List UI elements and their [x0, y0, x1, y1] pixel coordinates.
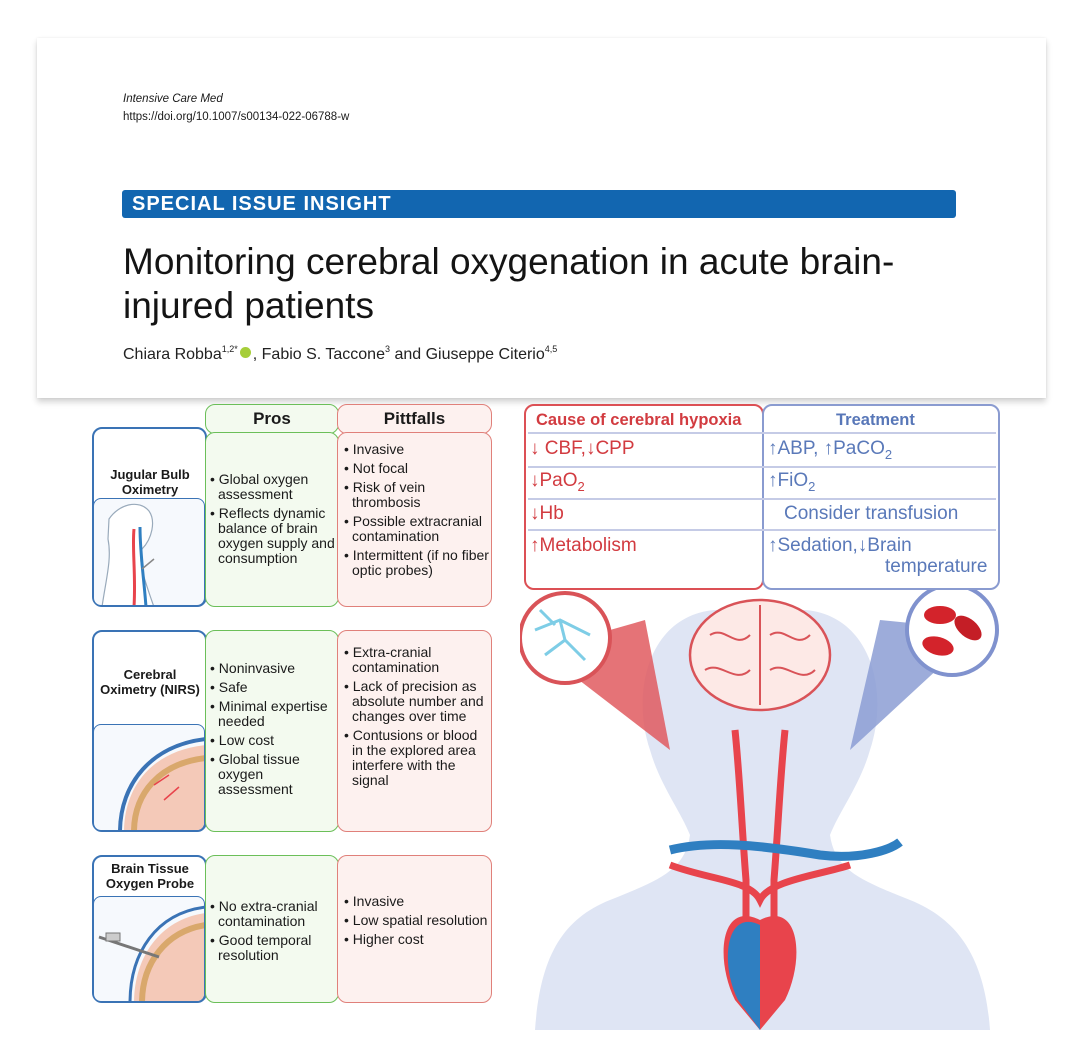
red-blood-cell-icon: [924, 606, 956, 624]
heart-right-side: [727, 921, 760, 1030]
affiliation-marker: 1,2*: [221, 344, 238, 354]
list-item: • Minimal expertise needed: [210, 698, 328, 729]
pitfalls-cell: [337, 855, 492, 1003]
cause-row: ↓PaO2: [530, 470, 585, 494]
row-divider: [528, 529, 996, 531]
list-item: • Global oxygen assessment: [210, 471, 309, 502]
red-blood-cell-icon: [922, 636, 954, 656]
carotid-artery-left: [731, 729, 750, 950]
pitfalls-header: Pittfalls: [383, 409, 446, 428]
author-name[interactable]: Chiara Robba: [123, 346, 222, 363]
list-item: • Low cost: [210, 732, 275, 748]
list-item: • Good temporal resolution: [210, 932, 312, 963]
cause-row: ↑Metabolism: [530, 535, 637, 556]
treatment-row: ↑ABP, ↑PaCO2: [768, 438, 893, 462]
nirs-illustration: [93, 724, 205, 831]
skull-sensor-icon: [118, 737, 204, 830]
pros-header: Pros: [253, 409, 291, 428]
technique-label: Brain Tissue Oxygen Probe: [105, 861, 195, 891]
capillary-network-icon: [534, 608, 591, 662]
author-name[interactable]: , Fabio S. Taccone: [252, 346, 385, 363]
list-item: • Intermittent (if no fiber optic probes…: [344, 547, 489, 578]
list-item: • Risk of vein thrombosis: [344, 479, 426, 510]
list-item: • Contusions or blood in the explored ar…: [344, 727, 478, 788]
treatment-row-continuation: temperature: [885, 556, 988, 577]
pros-header-cell: [205, 404, 339, 434]
pros-list: • No extra-cranial contamination • Good …: [208, 899, 338, 967]
section-banner: [122, 190, 956, 218]
treatment-row: ↑FiO2: [768, 470, 816, 494]
pitfalls-list: • Extra-cranial contamination • Lack of …: [342, 645, 490, 792]
technique-label: Cerebral Oximetry (NIRS): [100, 667, 200, 697]
brain-probe-icon: [98, 905, 204, 1001]
pitfalls-cell: [337, 630, 492, 832]
orcid-icon[interactable]: [239, 347, 251, 359]
body-circulation-illustration: [520, 583, 999, 1030]
list-item: • Safe: [210, 679, 248, 695]
list-item: • Extra-cranial contamination: [344, 644, 440, 675]
treatment-row: ↑Sedation,↓Brain: [768, 535, 912, 556]
jugular-illustration: [93, 498, 205, 606]
technique-label: Jugular Bulb Oximetry: [110, 467, 190, 497]
section-banner-label: SPECIAL ISSUE INSIGHT: [132, 193, 392, 215]
treatment-row: Consider transfusion: [784, 503, 959, 524]
treatment-table: [762, 404, 1000, 590]
pitfalls-list: • Invasive • Low spatial resolution • Hi…: [342, 894, 490, 951]
cause-row: ↓Hb: [530, 503, 564, 524]
list-item: • Lack of precision as absolute number a…: [344, 678, 484, 724]
treatment-header: Treatment: [836, 411, 915, 429]
list-item: • Higher cost: [344, 931, 424, 947]
pros-cell: [205, 630, 339, 832]
list-item: • Invasive: [344, 441, 405, 457]
row-divider: [528, 466, 996, 468]
blood-cell-callout: [905, 583, 999, 677]
red-blood-cell-icon: [954, 615, 982, 641]
aortic-arch: [668, 861, 852, 908]
list-item: • No extra-cranial contamination: [210, 898, 318, 929]
cause-header: Cause of cerebral hypoxia: [536, 411, 742, 429]
list-item: • Noninvasive: [210, 660, 296, 676]
article-title: Monitoring cerebral oxygenation in acute…: [123, 241, 895, 326]
row-divider: [528, 498, 996, 500]
list-item: • Reflects dynamic balance of brain oxyg…: [210, 505, 335, 566]
pros-cell: [205, 432, 339, 607]
pitfalls-list: • Invasive • Not focal • Risk of vein th…: [342, 442, 490, 582]
neck-illustration-icon: [101, 503, 155, 605]
pros-list: • Global oxygen assessment • Reflects dy…: [208, 472, 338, 570]
probe-illustration: [93, 896, 205, 1002]
author-list: Chiara Robba1,2* , Fabio S. Taccone3 and …: [123, 344, 558, 364]
list-item: • Not focal: [344, 460, 409, 476]
doi-link[interactable]: https://doi.org/10.1007/s00134-022-06788…: [123, 111, 350, 123]
journal-name: Intensive Care Med: [123, 93, 223, 105]
cause-row: ↓ CBF,↓CPP: [530, 438, 635, 459]
affiliation-marker: 3: [384, 344, 390, 354]
subclavian-vein: [668, 838, 903, 861]
list-item: • Possible extracranial contamination: [344, 513, 482, 544]
carotid-artery-right: [770, 729, 789, 950]
list-item: • Invasive: [344, 893, 405, 909]
list-item: • Global tissue oxygen assessment: [210, 751, 300, 797]
pitfalls-cell: [337, 432, 492, 607]
article-header-card: [37, 38, 1046, 398]
cause-table: [524, 404, 764, 590]
author-name[interactable]: and Giuseppe Citerio: [390, 346, 545, 363]
pros-cell: [205, 855, 339, 1003]
affiliation-marker: 4,5: [544, 344, 558, 354]
list-item: • Low spatial resolution: [344, 912, 488, 928]
row-divider: [528, 432, 996, 434]
pros-list: • Noninvasive • Safe • Minimal expertise…: [208, 661, 338, 801]
